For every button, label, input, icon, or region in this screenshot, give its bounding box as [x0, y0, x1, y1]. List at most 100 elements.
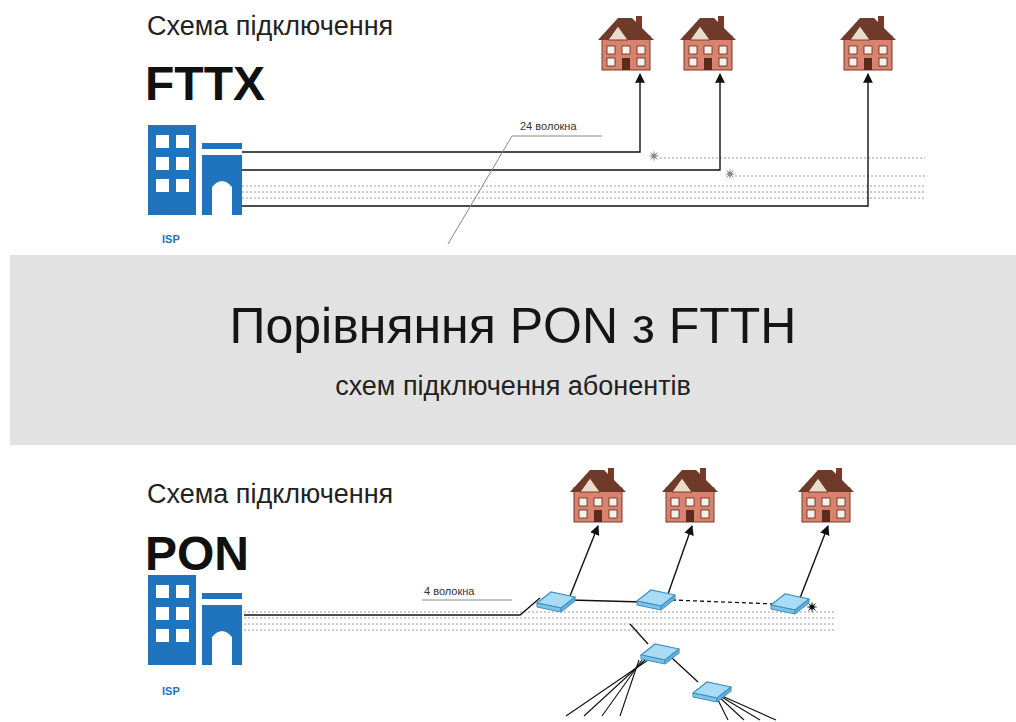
fiber-bundle [244, 618, 835, 619]
house-door [594, 510, 602, 522]
house-roof [598, 18, 654, 40]
diagram-label: Схема підключення [147, 12, 393, 42]
diagram-label: PON [145, 528, 249, 581]
building-roof [202, 593, 242, 599]
fiber-bundle [244, 630, 835, 631]
house-window [594, 498, 602, 506]
house-icon [798, 468, 854, 522]
fiber-bundle [244, 624, 835, 625]
fiber-fanout [566, 660, 648, 716]
house-window [879, 58, 887, 66]
house-window [864, 46, 872, 54]
house-gable [580, 478, 600, 492]
house-gable [850, 26, 870, 40]
house-window [822, 498, 830, 506]
fiber-fanout [620, 660, 639, 716]
fiber-spare [242, 186, 925, 187]
house-wall [684, 36, 732, 70]
house-window [701, 498, 709, 506]
building-roof [202, 143, 242, 149]
house-door [686, 510, 694, 522]
house-gable [672, 478, 692, 492]
drop-line [570, 526, 598, 596]
splitter-side [641, 655, 665, 664]
house-icon [598, 16, 654, 70]
house-roof [798, 470, 854, 492]
house-window [879, 46, 887, 54]
house-window [579, 498, 587, 506]
fiber-fanout [722, 696, 776, 720]
fiber-spare [660, 158, 925, 159]
house-window [807, 498, 815, 506]
house-door [822, 510, 830, 522]
house-wall [574, 488, 622, 522]
house-window [807, 510, 815, 518]
fiber-line [672, 600, 775, 604]
fiber-fanout [720, 696, 760, 720]
building-window [156, 585, 169, 598]
splitter-icon [637, 590, 675, 610]
house-roof [680, 18, 736, 40]
splitter-side [561, 597, 575, 612]
band-title: Порівняння PON з FTTH [230, 298, 797, 356]
splitter-side [795, 599, 809, 614]
house-window [719, 58, 727, 66]
diagram-label: 24 волокна [520, 120, 577, 132]
house-window [686, 498, 694, 506]
drop-line [668, 526, 692, 594]
splitter-side [717, 687, 731, 702]
house-window [607, 46, 615, 54]
splitter-side [771, 605, 795, 614]
fiber-line [242, 74, 868, 206]
splitter-icon [771, 594, 809, 614]
house-window [689, 58, 697, 66]
building-window [176, 629, 189, 642]
splitter-side [693, 693, 717, 702]
house-door [622, 58, 630, 70]
building-block [202, 155, 242, 215]
house-icon [680, 16, 736, 70]
splitter-side [637, 601, 661, 610]
building-block [148, 575, 196, 665]
building-window [156, 607, 169, 620]
house-gable [608, 26, 628, 40]
house-door [704, 58, 712, 70]
house-window [719, 46, 727, 54]
house-icon [570, 468, 626, 522]
diagram-label: 4 волокна [424, 585, 474, 597]
fiber-bundle [244, 612, 835, 613]
isp-label: ISP [162, 233, 180, 246]
isp-building [148, 575, 242, 665]
diagram-label: FTTX [145, 58, 265, 111]
house-gable [690, 26, 710, 40]
house-wall [802, 488, 850, 522]
house-wall [602, 36, 650, 70]
fiber-fanout [602, 660, 642, 716]
building-window [176, 157, 189, 170]
building-block [202, 605, 242, 665]
splitter-side [537, 603, 561, 612]
fiber-spare [242, 192, 925, 193]
house-door [864, 58, 872, 70]
splitter-icon [537, 592, 575, 612]
fiber-spare [242, 198, 925, 199]
diagram-label: Схема підключення [147, 480, 393, 510]
house-window [622, 46, 630, 54]
house-roof [840, 18, 896, 40]
house-window [637, 58, 645, 66]
fiber-line [570, 600, 643, 602]
house-wall [666, 488, 714, 522]
splitter-icon [693, 682, 731, 702]
building-window [156, 179, 169, 192]
house-wall [844, 36, 892, 70]
drop-line [800, 526, 828, 598]
house-roof [570, 470, 626, 492]
house-window [849, 46, 857, 54]
splitter-icon [641, 644, 679, 664]
isp-node: ISP [140, 572, 252, 698]
break-mark [648, 150, 660, 162]
leader-line [448, 136, 602, 244]
house-window [579, 510, 587, 518]
building-window [176, 585, 189, 598]
house-window [609, 498, 617, 506]
